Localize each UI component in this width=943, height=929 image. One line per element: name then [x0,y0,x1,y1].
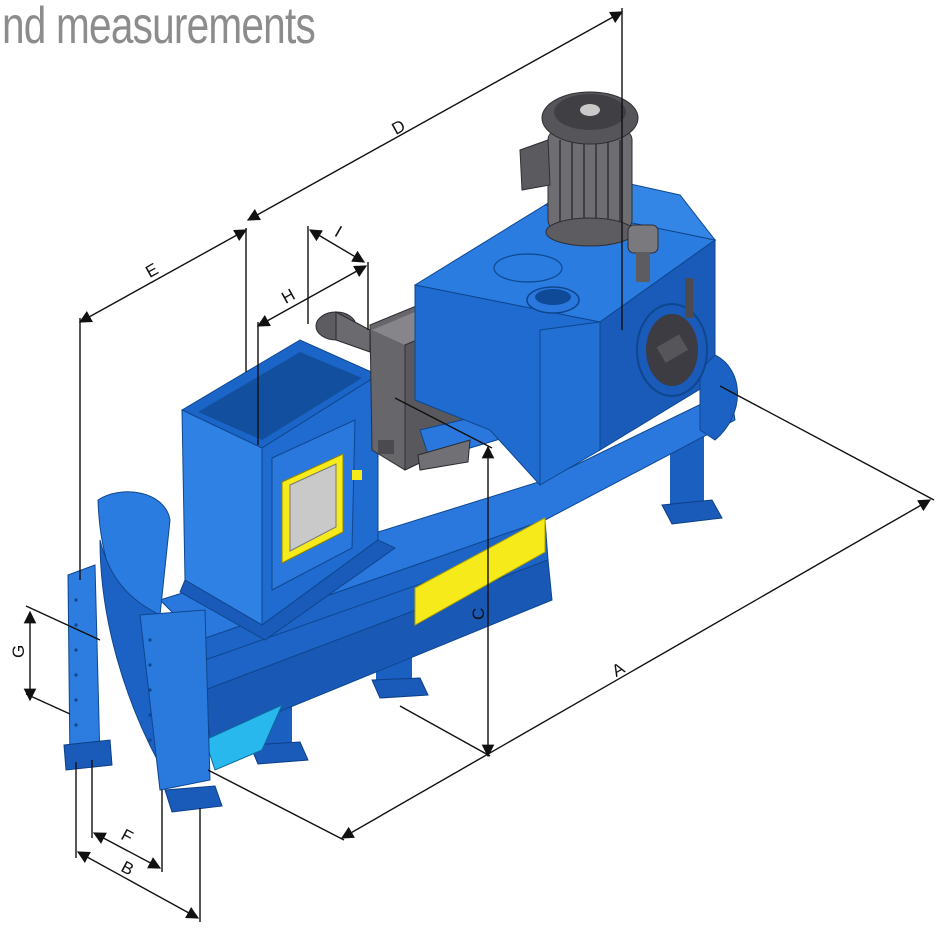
label-a: A [609,658,629,680]
label-i: I [332,222,346,241]
label-h: H [278,285,298,308]
dimension-line-a [340,499,932,839]
dimension-line-d [246,11,624,221]
label-g: G [9,645,28,658]
label-c: C [469,608,488,620]
hopper-window-glass [289,463,337,552]
label-d: D [389,116,409,139]
label-f: F [118,825,136,847]
dimension-line-h [256,265,368,327]
dimension-line-b [76,851,200,919]
discharge-chute [204,704,283,771]
dimension-line-e [78,229,248,323]
dimension-line-i [308,229,366,263]
shredder-machine [63,91,738,813]
rotor-housing [63,491,211,791]
dimension-lines [23,8,935,922]
